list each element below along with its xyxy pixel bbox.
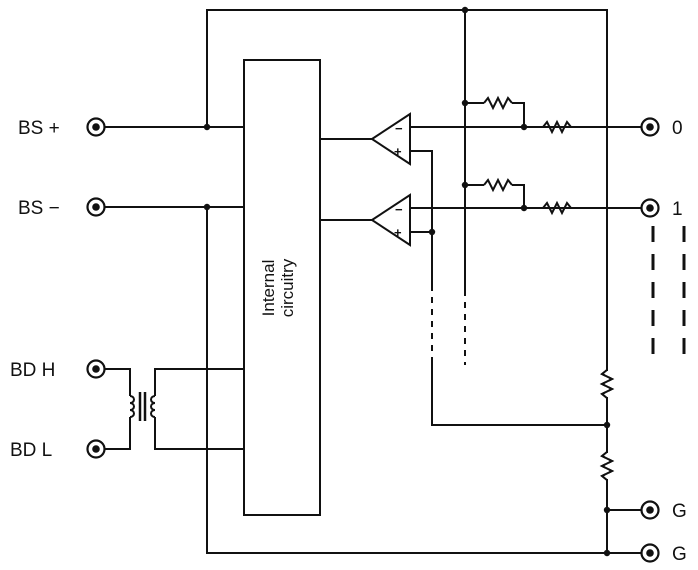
channel-1: − + 1 bbox=[320, 179, 683, 247]
bd-h-terminal-icon bbox=[86, 359, 106, 379]
g1-label: G bbox=[672, 501, 687, 522]
bd-inputs: BD H BD L bbox=[10, 359, 244, 461]
bd-l-terminal-icon bbox=[86, 439, 106, 459]
opamp-icon: − + bbox=[370, 112, 411, 166]
opamp-plus-sign: + bbox=[394, 144, 402, 159]
bd-h-label: BD H bbox=[10, 360, 55, 381]
out-1-label: 1 bbox=[672, 199, 683, 220]
internal-circuitry-block: Internal circuitry bbox=[243, 59, 321, 516]
bd-l-label: BD L bbox=[10, 440, 52, 461]
resistor-icon bbox=[483, 179, 513, 191]
svg-text:circuitry: circuitry bbox=[278, 258, 297, 317]
bs-minus-label: BS − bbox=[18, 198, 60, 219]
out-1-terminal-icon bbox=[640, 198, 660, 218]
bs-plus-input: BS + bbox=[18, 117, 244, 139]
resistor-icon bbox=[483, 97, 513, 109]
bs-minus-input: BS − bbox=[18, 197, 244, 219]
bs-plus-terminal-icon bbox=[86, 117, 106, 137]
opamp-minus-sign: − bbox=[395, 121, 403, 136]
svg-text:Internal: Internal bbox=[259, 260, 278, 317]
bs-minus-terminal-icon bbox=[86, 197, 106, 217]
reference-line bbox=[428, 151, 611, 429]
g1-terminal-icon bbox=[640, 500, 660, 520]
out-0-terminal-icon bbox=[640, 117, 660, 137]
internal-label-line1: Internal bbox=[259, 260, 278, 317]
g2-label: G bbox=[672, 544, 687, 565]
opamp-icon: − + bbox=[370, 193, 411, 247]
internal-label-line2: circuitry bbox=[278, 258, 297, 317]
channel-0: − + 0 bbox=[320, 97, 683, 166]
opamp-minus-sign: − bbox=[395, 202, 403, 217]
ground-network: G G bbox=[601, 369, 687, 565]
outer-enclosure bbox=[206, 9, 608, 554]
more-channels-indicator bbox=[651, 226, 686, 355]
transformer-icon bbox=[105, 368, 244, 450]
g2-terminal-icon bbox=[640, 543, 660, 563]
out-0-label: 0 bbox=[672, 118, 683, 139]
bs-plus-label: BS + bbox=[18, 118, 60, 139]
opamp-plus-sign: + bbox=[394, 225, 402, 240]
